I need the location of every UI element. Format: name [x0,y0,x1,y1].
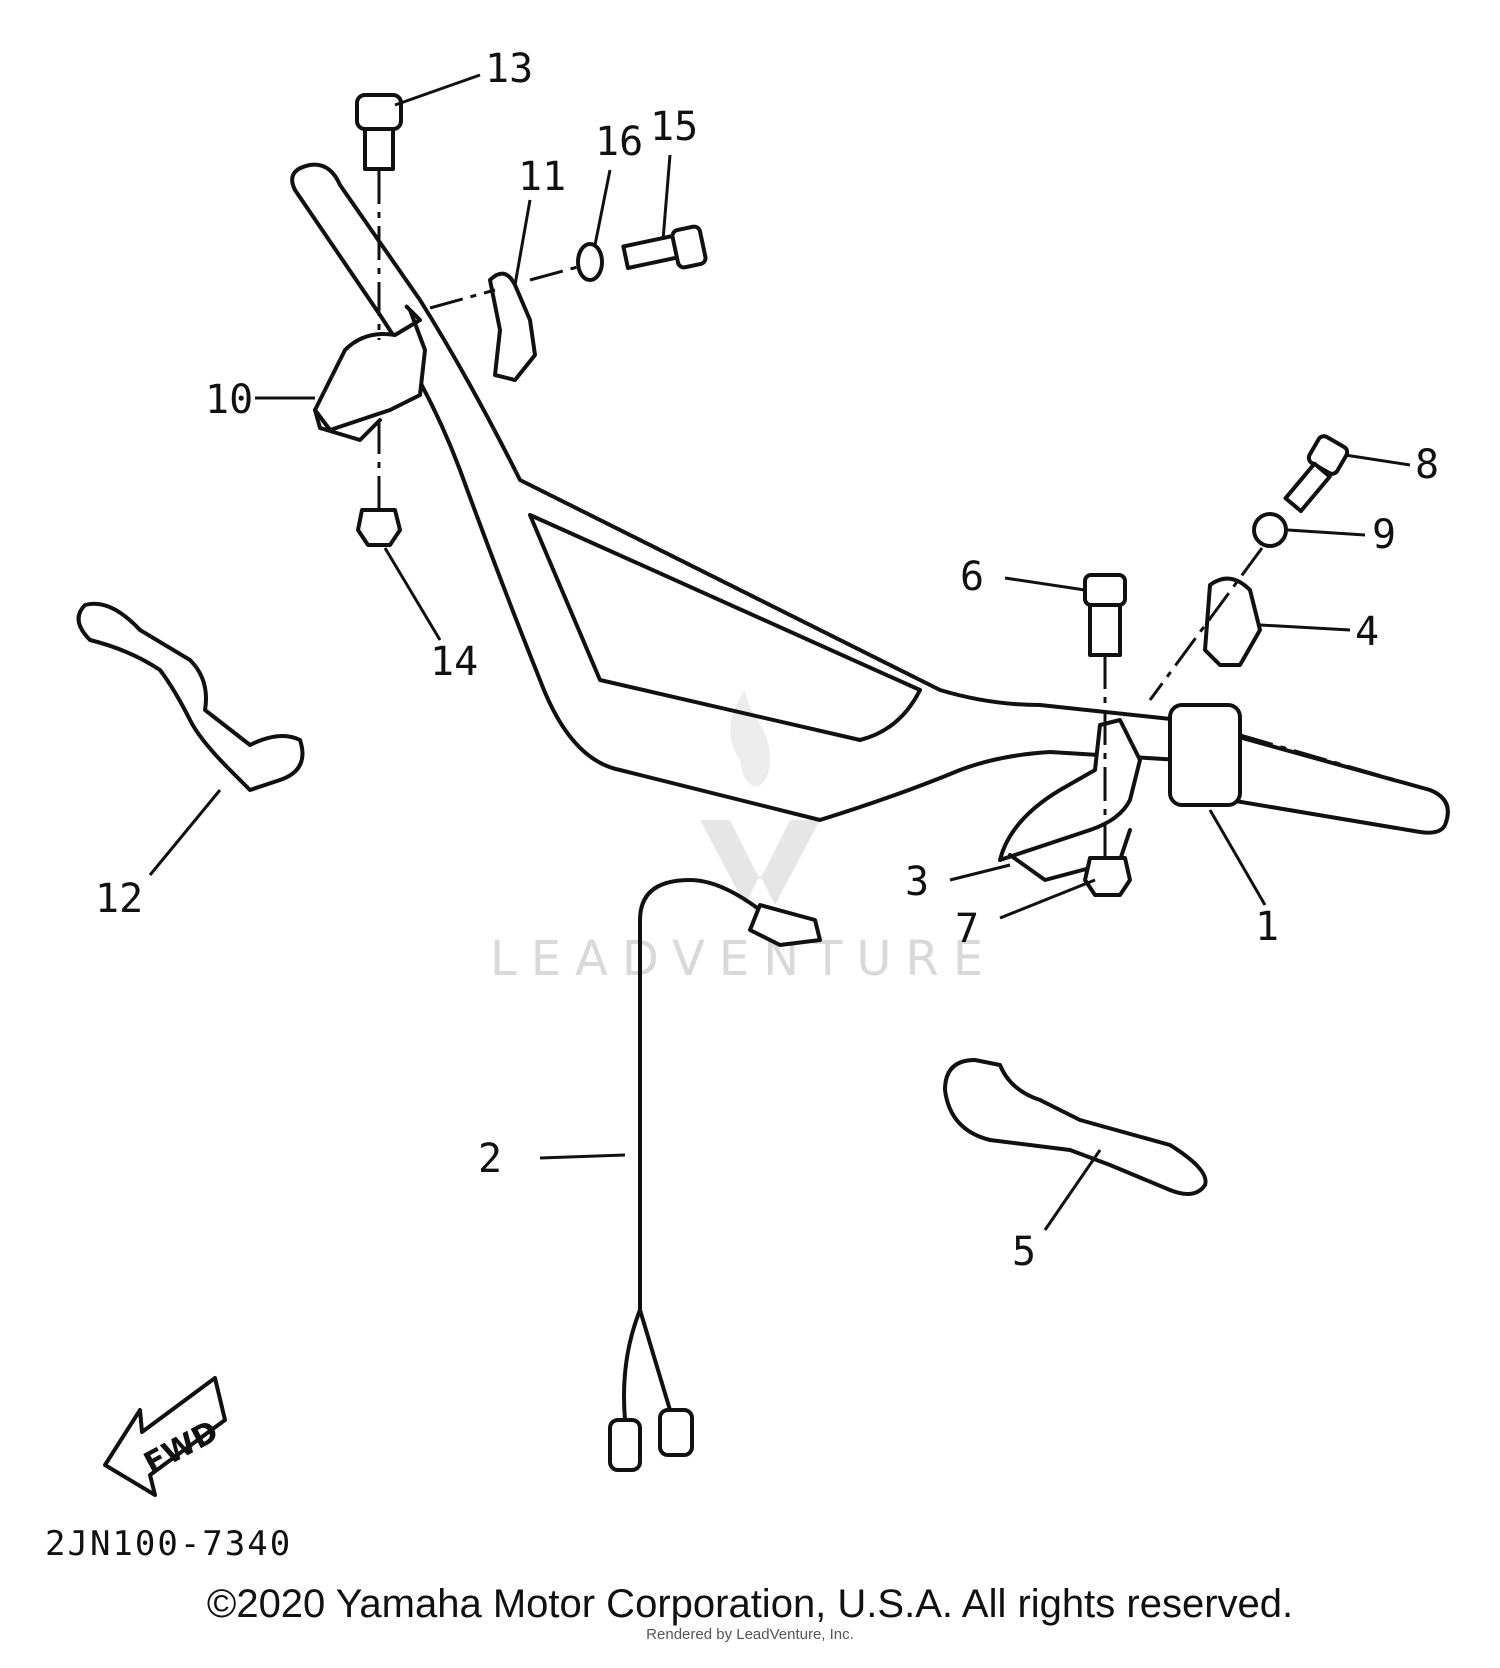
clamp-4 [1203,576,1262,667]
throttle-grip [1168,703,1450,835]
callout-3: 3 [905,859,929,905]
washer-9 [1252,512,1288,548]
callout-16: 16 [595,119,643,165]
callout-15: 15 [650,104,698,150]
washer-16 [576,242,604,282]
handlebar [290,162,1182,822]
bracket-11 [488,271,537,382]
callout-1: 1 [1255,904,1279,950]
callout-9: 9 [1372,512,1396,558]
nut-14 [356,508,402,547]
lever-12 [76,601,305,792]
callout-10: 10 [205,377,253,423]
bolt-8 [1283,434,1350,514]
callout-7: 7 [955,906,979,952]
callout-labels: 1 2 3 4 5 6 7 8 9 10 11 12 13 14 15 16 [95,46,1439,1275]
callout-13: 13 [485,46,533,92]
lever-5 [943,1058,1208,1196]
leader-lines [148,73,1411,1231]
callout-5: 5 [1012,1229,1036,1275]
callout-14: 14 [430,639,478,685]
bolt-15 [621,224,708,270]
callout-6: 6 [960,554,984,600]
callout-2: 2 [478,1136,502,1182]
callout-8: 8 [1415,442,1439,488]
left-lever-holder [313,304,427,442]
bolt-13 [355,93,403,520]
callout-4: 4 [1355,609,1379,655]
copyright-notice: ©2020 Yamaha Motor Corporation, U.S.A. A… [206,1582,1294,1626]
rendered-by-note: Rendered by LeadVenture, Inc. [646,1626,854,1643]
nut-7 [1083,856,1132,897]
cable-2 [608,878,822,1472]
callout-12: 12 [95,876,143,922]
diagram-code: 2JN100-7340 [45,1524,292,1564]
watermark-text: LEADVENTURE [490,931,997,987]
fwd-arrow-icon: FWD [103,1376,227,1497]
callout-11: 11 [518,154,566,200]
